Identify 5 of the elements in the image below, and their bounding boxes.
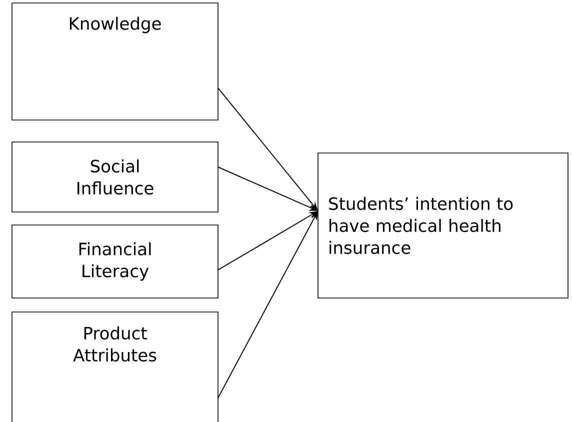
box: Knowledge: [12, 2, 218, 120]
box: Product Attributes: [12, 312, 218, 422]
box: Social Influence: [12, 142, 218, 212]
box: Financial Literacy: [12, 224, 218, 298]
box: Students’ intention to have medical health insurance: [318, 152, 568, 298]
